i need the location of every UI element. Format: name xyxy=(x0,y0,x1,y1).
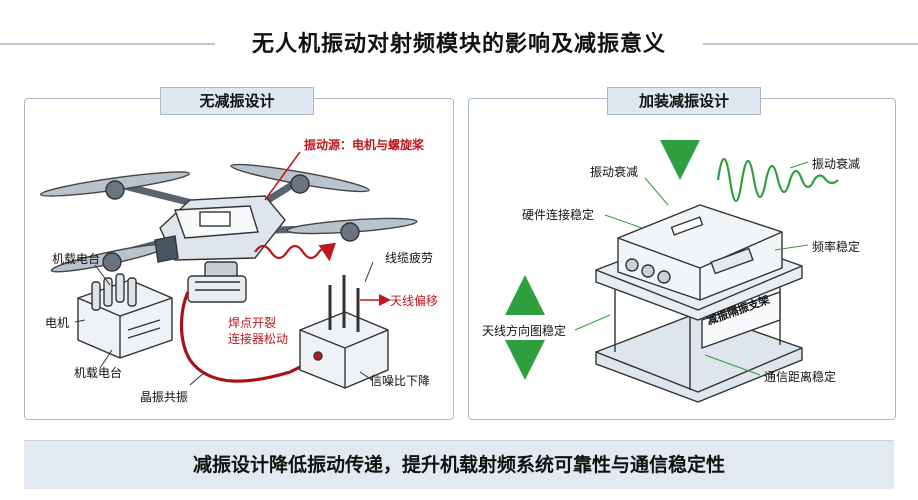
antenna-module-left xyxy=(299,275,389,389)
title-rule-right xyxy=(703,43,918,45)
antenna-offset-label: 天线偏移 xyxy=(390,294,439,308)
drone-illustration xyxy=(40,163,418,303)
title-rule-left xyxy=(0,43,215,45)
damped-wave xyxy=(716,157,839,203)
left-leaders xyxy=(74,261,374,386)
vib-damp-label-left: 振动衰减 xyxy=(590,165,639,179)
source-pointer xyxy=(264,151,301,201)
cable-fatigue-label: 线缆疲劳 xyxy=(385,251,434,265)
mount-top-label: 机载电台 xyxy=(52,252,101,266)
onboard-radio-left xyxy=(77,273,173,359)
mount-bottom-label: 机载电台 xyxy=(74,366,123,380)
freq-stable-label: 频率稳定 xyxy=(812,240,861,254)
rf-cable xyxy=(179,291,319,383)
page-title: 无人机振动对射频模块的影响及减振意义 xyxy=(251,32,666,57)
summary-text: 减振设计降低振动传递，提升机载射频系统可靠性与通信稳定性 xyxy=(192,454,725,476)
crystal-resonance-label: 晶振共振 xyxy=(140,390,189,404)
tab-no-damping: 无减振设计 xyxy=(160,87,314,115)
tab-with-damping: 加装减振设计 xyxy=(607,87,761,115)
connector-loose-label: 连接器松动 xyxy=(228,332,289,346)
summary-bar: 减振设计降低振动传递，提升机载射频系统可靠性与通信稳定性 xyxy=(24,440,894,489)
vibration-wave-left xyxy=(254,242,336,262)
vibration-source-label: 振动源：电机与螺旋桨 xyxy=(304,138,425,152)
right-leaders xyxy=(574,161,809,376)
snr-drop-label: 信噪比下降 xyxy=(370,374,431,388)
hardware-stable-label: 硬件连接稳定 xyxy=(522,208,595,222)
antenna-pattern-label: 天线方向图稳定 xyxy=(482,324,567,338)
damped-mount xyxy=(595,204,803,403)
vib-damp-label-right: 振动衰减 xyxy=(812,157,861,171)
solder-crack-label: 焊点开裂 xyxy=(228,316,277,330)
distance-stable-label: 通信距离稳定 xyxy=(764,370,837,384)
motor-label: 电机 xyxy=(45,316,70,330)
